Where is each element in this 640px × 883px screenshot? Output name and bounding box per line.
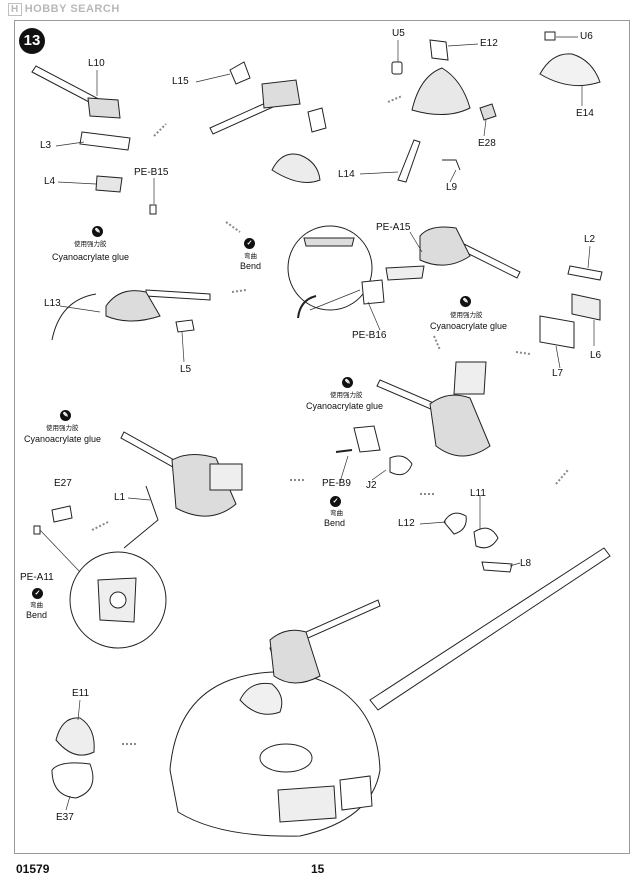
parts-l11-l12-l8 [443,512,513,573]
part-label: L10 [88,58,105,69]
part-label: E27 [54,478,72,489]
machine-gun-l15 [209,61,327,183]
bend-callout-cn: 弯曲 [330,510,343,517]
part-label: E12 [480,38,498,49]
ammo-box-l7 [539,265,603,349]
part-label: PE-B9 [322,478,351,489]
part-label: PE-B15 [134,167,169,178]
bend-callout-cn: 弯曲 [244,253,257,260]
glue-icon: ✎ [60,410,71,421]
bend-detail-inset [287,225,373,319]
glue-callout-en: Cyanoacrylate glue [24,434,102,444]
leader-lines [39,36,595,811]
bend-icon: ✓ [244,238,255,249]
glue-icon: ✎ [92,226,103,237]
glue-callout-cn: 使用强力胶 [330,392,363,399]
part-label: U6 [580,31,593,42]
part-label: J2 [366,480,377,491]
glue-callout-cn: 使用强力胶 [46,425,79,432]
step-number-badge: 13 [19,28,45,54]
part-label: L9 [446,182,458,193]
part-label: L2 [584,234,596,245]
part-label: L3 [40,140,52,151]
part-label: L14 [338,169,355,180]
machine-gun-l10 [31,65,157,215]
kit-code: 01579 [16,862,50,876]
bend-callout-en: Bend [324,518,346,528]
page-number: 15 [311,862,325,876]
part-label: E11 [72,688,90,699]
bend-callout-cn: 弯曲 [30,602,43,609]
hatch-e14 [539,31,601,87]
part-label: L13 [44,298,61,309]
part-label: L12 [398,518,415,529]
machine-gun-l13 [51,289,211,341]
machine-gun-pe-a15 [361,226,521,305]
part-label: L11 [470,488,486,499]
glue-callout-cn: 使用强力胶 [450,312,483,319]
part-label: L6 [590,350,602,361]
hatch-e11 [51,717,95,799]
watermark-logo: H [8,3,22,16]
part-label: L4 [44,176,56,187]
turret-assembly [169,547,611,837]
bend-callout-en: Bend [240,261,262,271]
watermark-text: HOBBY SEARCH [24,3,120,15]
glue-callout-en: Cyanoacrylate glue [306,401,384,411]
page-frame [14,20,630,854]
part-label: L7 [552,368,564,379]
glue-icon: ✎ [460,296,471,307]
part-label: E14 [576,108,594,119]
part-label: PE-A11 [20,572,54,583]
glue-callout-en: Cyanoacrylate glue [430,321,508,331]
bend-callout-en: Bend [26,610,48,620]
parts-l14-l9 [397,139,461,183]
part-label: L5 [180,364,192,375]
direction-arrows [91,95,569,745]
glue-callout-en: Cyanoacrylate glue [52,252,130,262]
glue-icon: ✎ [342,377,353,388]
part-label: L15 [172,76,189,87]
part-label: E37 [56,812,74,823]
part-label: L8 [520,558,532,569]
part-label: PE-A15 [376,222,411,233]
bend-icon: ✓ [32,588,43,599]
part-label: E28 [478,138,496,149]
part-label: PE-B16 [352,330,387,341]
part-label: U5 [392,28,405,39]
bend-icon: ✓ [330,496,341,507]
machine-gun-pe-b9 [335,361,491,476]
machine-gun-l1 [120,431,243,549]
part-label: L1 [114,492,126,503]
parts-e27-pe-a11 [33,505,167,649]
glue-callout-cn: 使用强力胶 [74,241,107,248]
hatch-assembly-e12 [391,39,497,121]
